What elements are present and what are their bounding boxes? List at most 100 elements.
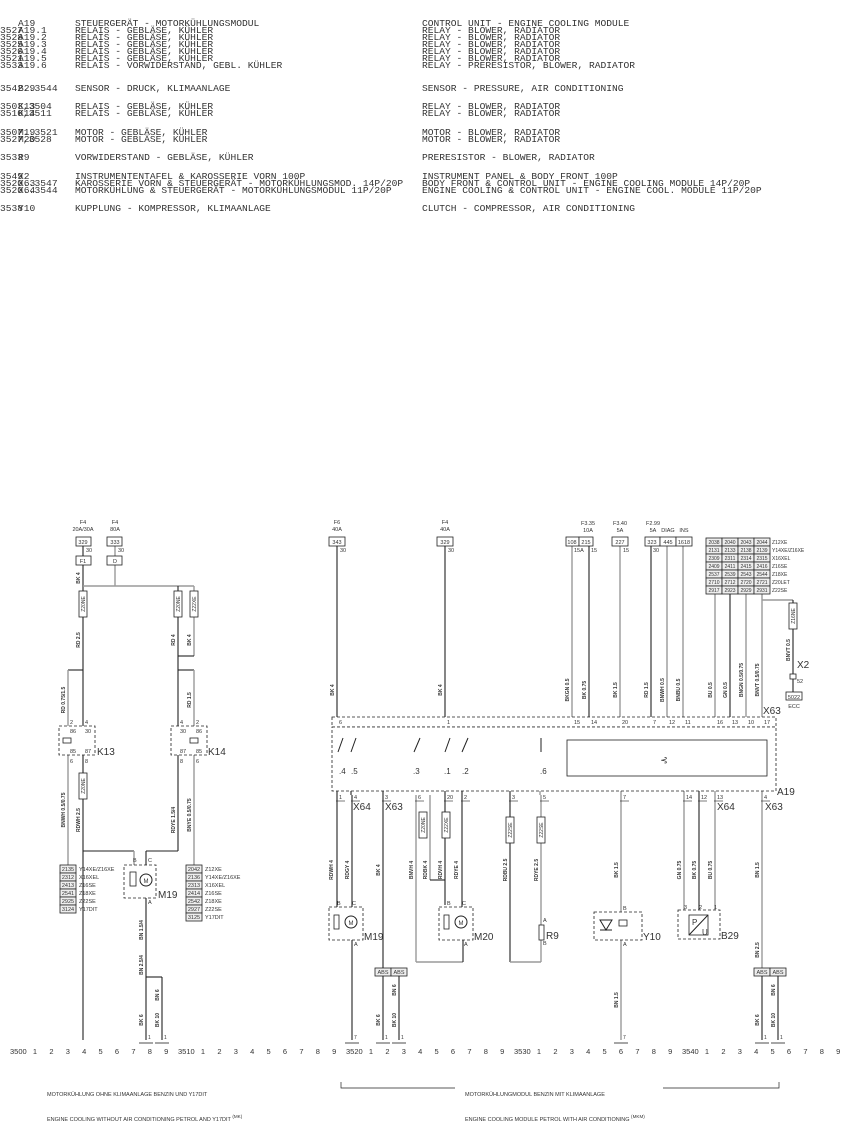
ground-pin: 1 [385, 1035, 388, 1041]
component-boxes [58, 536, 803, 1089]
relay-coil [62, 737, 72, 744]
fuse-f299-id1: 323 [647, 540, 656, 546]
k14-pin: 85 [196, 749, 202, 755]
abs-box [390, 967, 408, 977]
engine-name: Z20LET [772, 580, 790, 586]
x2-sub: ECC [788, 704, 800, 710]
legend-en: RELAY - BLOWER, RADIATOR [422, 25, 561, 36]
legend-code: M19 [18, 127, 36, 138]
fuse-f299-name: F2.99 [646, 521, 660, 527]
legend-code: R9 [18, 152, 30, 163]
wire-label: RD 1.5 [644, 682, 650, 698]
a19-top-pin: 1 [447, 720, 450, 726]
ruler-digit: 1 [33, 1047, 37, 1056]
legend-page: 3525 [0, 39, 24, 50]
a19-bottom-pin: 4 [354, 795, 357, 801]
fuse-f6-rating: 40A [332, 527, 342, 533]
engine-code: 2544 [756, 572, 767, 578]
wire-label: BK 0.75 [582, 681, 588, 700]
fuse-f335-rating: 10A [583, 528, 593, 534]
fuse-code: Z20NE [421, 817, 427, 833]
legend-page: 3542..3544 [0, 83, 58, 94]
ruler-digit: 5 [267, 1047, 271, 1056]
engine-code: 2415 [740, 564, 751, 570]
m20-label: M20 [474, 932, 494, 943]
b29-pin: 1 [714, 905, 717, 911]
k13-pin: 8 [85, 759, 88, 765]
ruler-digit: 8 [148, 1047, 152, 1056]
ruler-section: 3530 [514, 1047, 531, 1056]
sensor-u: U [702, 928, 708, 937]
a19-top-pin: 7 [653, 720, 656, 726]
engine-code: 2315 [756, 556, 767, 562]
connector-x63-top [331, 716, 777, 728]
k13-pin: 4 [85, 720, 88, 726]
k13-pin: 30 [85, 729, 91, 735]
a19-relay-label: .3 [413, 767, 420, 776]
wire-label: BK 4 [438, 684, 444, 696]
relay-switch-icon [350, 737, 357, 753]
resistor-r9 [538, 924, 545, 941]
ground-pin: 1 [148, 1035, 151, 1041]
legend-page: 3533 [0, 60, 24, 71]
wire-label: BK 0.75 [692, 861, 698, 880]
wire-label: BNBU 0.5 [676, 678, 682, 701]
a19-top-pin: 16 [717, 720, 723, 726]
engine-name: Z18XE [772, 572, 788, 578]
k14-pin: 87 [180, 749, 186, 755]
engine-code: 2721 [756, 580, 767, 586]
a19-top-pin: 13 [732, 720, 738, 726]
engine-code: 2138 [740, 548, 751, 554]
caption-right-en: ENGINE COOLING MODULE PETROL WITH AIR CO… [465, 1116, 630, 1123]
ground-pin: 1 [764, 1035, 767, 1041]
a19-bottom-pin: 6 [418, 795, 421, 801]
legend-en: MOTOR - BLOWER, RADIATOR [422, 127, 561, 138]
wire-label: BNVT 0.5/0.75 [755, 663, 761, 696]
engine-code: 2135 [62, 867, 74, 873]
ruler-digit: 8 [652, 1047, 656, 1056]
a19-top-pin: 15 [574, 720, 580, 726]
clutch-coil [618, 919, 628, 927]
wire-label: BK 4 [376, 864, 382, 876]
legend-page: 3521 [0, 53, 24, 64]
engine-code: 2309 [708, 556, 719, 562]
k13-pin: 85 [70, 749, 76, 755]
fuse-code-box [189, 590, 199, 618]
fuse-code: Z22XE [444, 817, 450, 833]
ruler-digit: 4 [754, 1047, 758, 1056]
ruler-digit: 7 [803, 1047, 807, 1056]
ruler-digit: 9 [500, 1047, 504, 1056]
legend-en: RELAY - BLOWER, RADIATOR [422, 108, 561, 119]
diagram-labels: F4 20A/30A 329 30 F4 80A 333 30 F1 D 2 4… [70, 520, 810, 948]
pin-a: A [543, 918, 547, 924]
fuse-box [611, 536, 629, 547]
legend-page: 3549 [0, 171, 24, 182]
fuse-f340-term: 15 [623, 548, 629, 554]
ruler-section: 3540 [682, 1047, 699, 1056]
a19-top-pin: 11 [685, 720, 691, 726]
abs-label: ABS [772, 970, 783, 976]
legend-page: 3528 [0, 32, 24, 43]
fuse-code: Z22XE [192, 596, 198, 612]
fuse-f340-name: F3.40 [613, 521, 627, 527]
ruler-digit: 8 [820, 1047, 824, 1056]
legend-code: K13 [18, 101, 36, 112]
a19-top-pin: 14 [591, 720, 597, 726]
wire-label: BNVH 4 [409, 861, 415, 880]
engine-code: 2927 [188, 907, 200, 913]
fuse-f4b-term: 30 [118, 548, 124, 554]
ruler-digit: 2 [385, 1047, 389, 1056]
a19-bottom-pin: 4 [764, 795, 767, 801]
wire-label: BK 6 [755, 1014, 761, 1026]
fuse-f340-id: 227 [615, 540, 624, 546]
pin-a: A [354, 942, 358, 948]
ruler-digit: 2 [49, 1047, 53, 1056]
ruler-digit: 6 [451, 1047, 455, 1056]
legend-code: X2 [18, 171, 30, 182]
ruler-digit: 2 [553, 1047, 557, 1056]
fuse-code: Z20NE [176, 596, 182, 612]
fuse-code: Z16NE [791, 608, 797, 624]
legend-code: A19.2 [18, 32, 47, 43]
engine-name: Z16SE [79, 883, 96, 889]
legend-de: VORWIDERSTAND - GEBLÄSE, KÜHLER [75, 152, 254, 163]
